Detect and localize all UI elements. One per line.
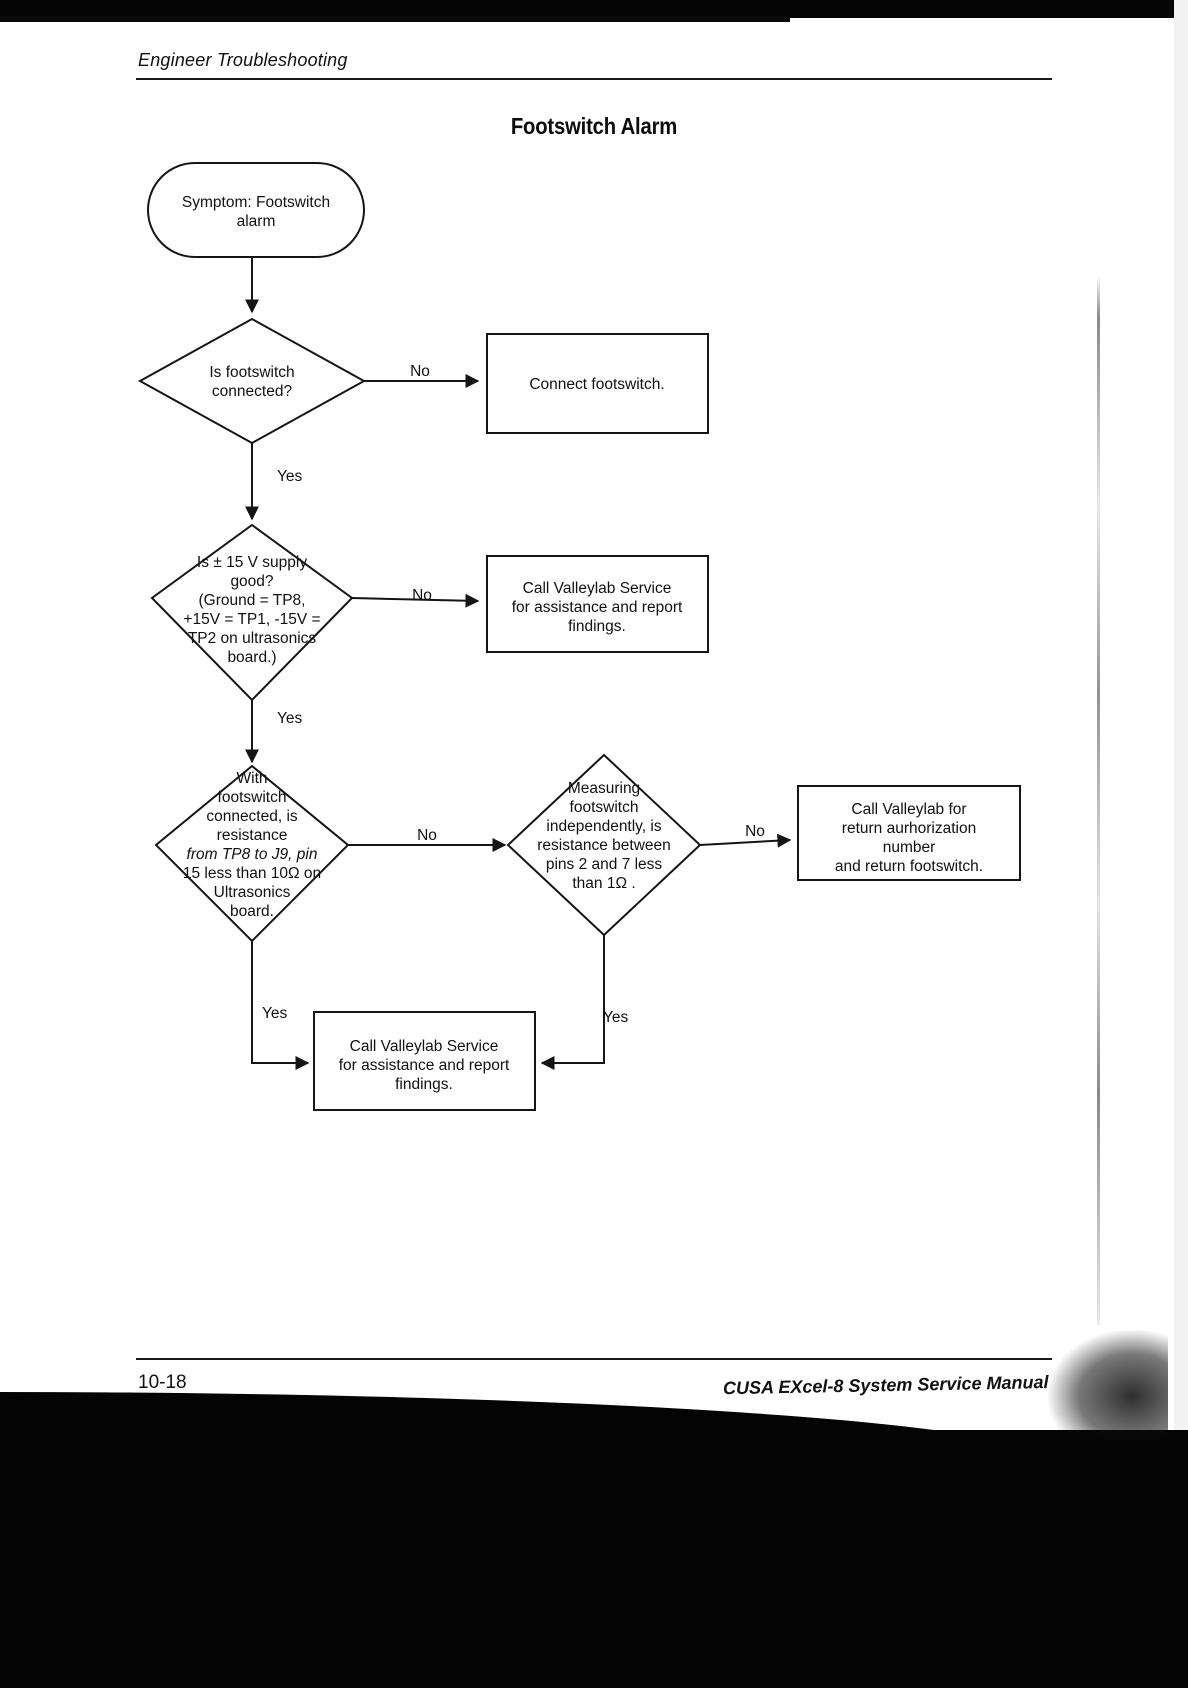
- node-d2-line-3: (Ground = TP8,: [199, 592, 306, 609]
- node-d3-line-4: resistance: [217, 827, 288, 844]
- node-d4-line-4: resistance between: [537, 837, 671, 854]
- edge-d2-to-p2: [351, 593, 480, 608]
- node-d4-line-3: independently, is: [546, 818, 661, 835]
- node-p2-line-1: Call Valleylab Service: [523, 580, 672, 597]
- node-process-connect-footswitch: Connect footswitch.: [486, 333, 709, 434]
- page-title: Footswitch Alarm: [510, 113, 678, 139]
- running-head: Engineer Troubleshooting: [138, 50, 348, 70]
- node-d2-line-2: good?: [230, 573, 273, 590]
- footer-rule: [136, 1358, 1052, 1360]
- edge-label-d4-no: No: [745, 823, 765, 840]
- edge-label-d3-no: No: [417, 827, 437, 844]
- scan-artifact-right-streak: [1097, 275, 1100, 1325]
- node-d4-line-2: footswitch: [570, 799, 639, 816]
- edge-d4-to-p3: [699, 833, 792, 848]
- node-p2-line-2: for assistance and report: [512, 599, 683, 616]
- node-p2-line-3: findings.: [568, 618, 626, 635]
- edge-d3-to-p4: [251, 941, 310, 1070]
- node-p3-line-3: number: [883, 839, 936, 856]
- node-d1-line-2: connected?: [212, 383, 293, 400]
- node-process-call-service-upper: Call Valleylab Service for assistance an…: [486, 555, 709, 653]
- node-p4-line-1: Call Valleylab Service: [350, 1038, 499, 1055]
- edge-label-d2-yes: Yes: [277, 710, 303, 727]
- node-decision-footswitch-pins-2-7: Measuring footswitch independently, is r…: [506, 753, 702, 937]
- edge-label-d3-yes: Yes: [262, 1005, 288, 1022]
- node-d4-line-5: pins 2 and 7 less: [546, 856, 663, 873]
- node-d2-line-1: Is ± 15 V supply: [197, 554, 307, 571]
- edge-label-d4-yes: Yes: [603, 1009, 629, 1026]
- scan-artifact-corner-smudge: [1048, 1330, 1168, 1440]
- node-start: Symptom: Footswitch alarm: [147, 162, 365, 258]
- scan-artifact-top: [0, 0, 1188, 18]
- node-p1-line-1: Connect footswitch.: [529, 376, 664, 393]
- edge-d4-to-p4: [540, 935, 605, 1070]
- node-process-return-authorization: Call Valleylab for return aurhorization …: [797, 785, 1021, 881]
- header-rule: [136, 78, 1052, 80]
- node-d3-line-5: from TP8 to J9, pin: [187, 846, 318, 863]
- node-p3-line-1: Call Valleylab for: [851, 801, 966, 818]
- node-p4-line-3: findings.: [395, 1076, 453, 1093]
- page-number: 10-18: [138, 1372, 187, 1393]
- edge-label-d1-no: No: [410, 363, 430, 380]
- node-d4-line-1: Measuring: [568, 780, 640, 797]
- node-d3-line-7: Ultrasonics: [214, 884, 291, 901]
- node-p4-line-2: for assistance and report: [339, 1057, 510, 1074]
- node-start-line-1: Symptom: Footswitch: [182, 194, 330, 211]
- scan-artifact-top-secondary: [0, 16, 790, 22]
- node-d3-line-8: board.: [230, 903, 274, 920]
- scan-artifact-bottom: [0, 1430, 1188, 1688]
- node-decision-15v-supply: Is ± 15 V supply good? (Ground = TP8, +1…: [150, 523, 354, 702]
- node-d4-line-6: than 1Ω .: [572, 875, 635, 892]
- node-d2-line-5: TP2 on ultrasonics: [188, 630, 317, 647]
- node-decision-resistance-tp8-j9: With footswitch connected, is resistance…: [154, 764, 350, 943]
- node-p3-line-2: return aurhorization: [842, 820, 976, 837]
- node-decision-footswitch-connected: Is footswitch connected?: [137, 317, 367, 445]
- node-p3-line-4: and return footswitch.: [835, 858, 983, 875]
- edge-label-d2-no: No: [412, 587, 432, 604]
- node-d3-line-6: 15 less than 10Ω on: [183, 865, 321, 882]
- node-process-call-service-lower: Call Valleylab Service for assistance an…: [313, 1011, 536, 1111]
- edge-label-d1-yes: Yes: [277, 468, 303, 485]
- node-d3-line-1: With: [237, 770, 268, 787]
- node-d3-line-3: connected, is: [206, 808, 298, 825]
- node-d2-line-6: board.): [227, 649, 276, 666]
- node-d2-line-4: +15V = TP1, -15V =: [183, 611, 320, 628]
- node-start-line-2: alarm: [237, 213, 276, 230]
- node-d1-line-1: Is footswitch: [209, 364, 294, 381]
- node-d3-line-2: footswitch: [218, 789, 287, 806]
- scan-artifact-right-edge: [1174, 0, 1188, 1440]
